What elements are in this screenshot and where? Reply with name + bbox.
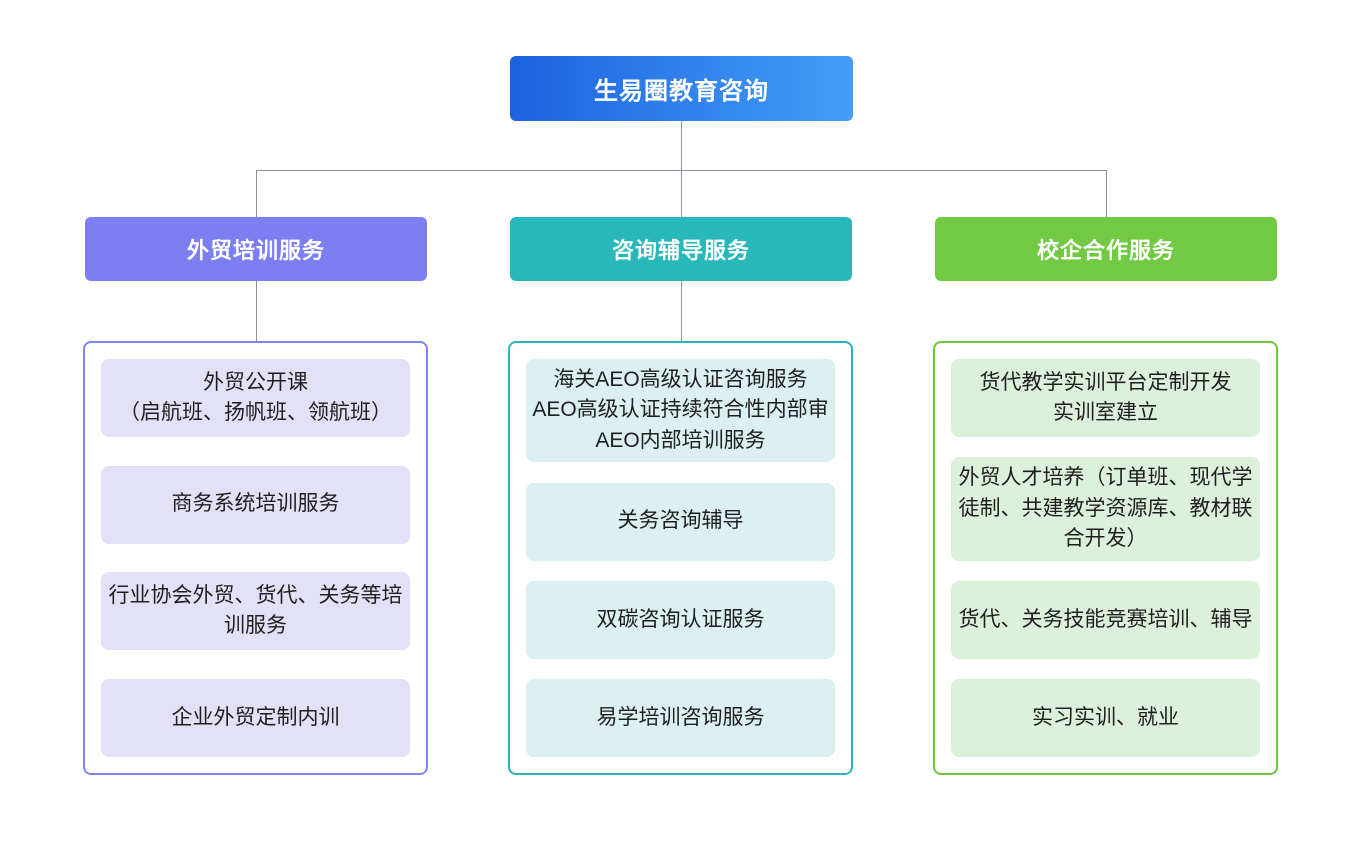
branch-header-consulting: 咨询辅导服务: [510, 217, 852, 281]
connector-header-container-2: [681, 281, 682, 341]
root-node-label: 生易圈教育咨询: [594, 78, 769, 105]
tree-node-item: 货代、关务技能竞赛培训、辅导: [951, 580, 1260, 659]
tree-node-item: 行业协会外贸、货代、关务等培训服务: [101, 572, 410, 651]
tree-node-item: 企业外贸定制内训: [101, 678, 410, 757]
connector-drop-branch-2: [681, 170, 682, 217]
connector-header-container-1: [256, 281, 257, 341]
connector-drop-branch-3: [1106, 170, 1107, 217]
connector-root-drop: [681, 121, 682, 170]
root-node: 生易圈教育咨询: [510, 56, 853, 121]
tree-node-item: 外贸人才培养（订单班、现代学徒制、共建教学资源库、教材联合开发）: [951, 457, 1260, 561]
branch-container-school-enterprise: 货代教学实训平台定制开发 实训室建立 外贸人才培养（订单班、现代学徒制、共建教学…: [933, 341, 1278, 775]
tree-node-item: 货代教学实训平台定制开发 实训室建立: [951, 359, 1260, 437]
branch-header-label: 校企合作服务: [1036, 238, 1175, 263]
connector-drop-branch-1: [256, 170, 257, 217]
branch-header-trade-training: 外贸培训服务: [85, 217, 427, 281]
branch-header-school-enterprise: 校企合作服务: [935, 217, 1277, 281]
branch-header-label: 咨询辅导服务: [611, 238, 750, 263]
branch-container-consulting: 海关AEO高级认证咨询服务 AEO高级认证持续符合性内部审 AEO内部培训服务 …: [508, 341, 853, 775]
tree-node-item: 海关AEO高级认证咨询服务 AEO高级认证持续符合性内部审 AEO内部培训服务: [526, 359, 835, 463]
branch-header-label: 外贸培训服务: [186, 238, 325, 263]
tree-node-item: 商务系统培训服务: [101, 465, 410, 544]
tree-node-item: 易学培训咨询服务: [526, 678, 835, 757]
tree-node-item: 关务咨询辅导: [526, 482, 835, 561]
branch-container-trade-training: 外贸公开课 （启航班、扬帆班、领航班） 商务系统培训服务 行业协会外贸、货代、关…: [83, 341, 428, 775]
tree-node-item: 外贸公开课 （启航班、扬帆班、领航班）: [101, 359, 410, 437]
tree-node-item: 双碳咨询认证服务: [526, 580, 835, 659]
tree-node-item: 实习实训、就业: [951, 678, 1260, 757]
